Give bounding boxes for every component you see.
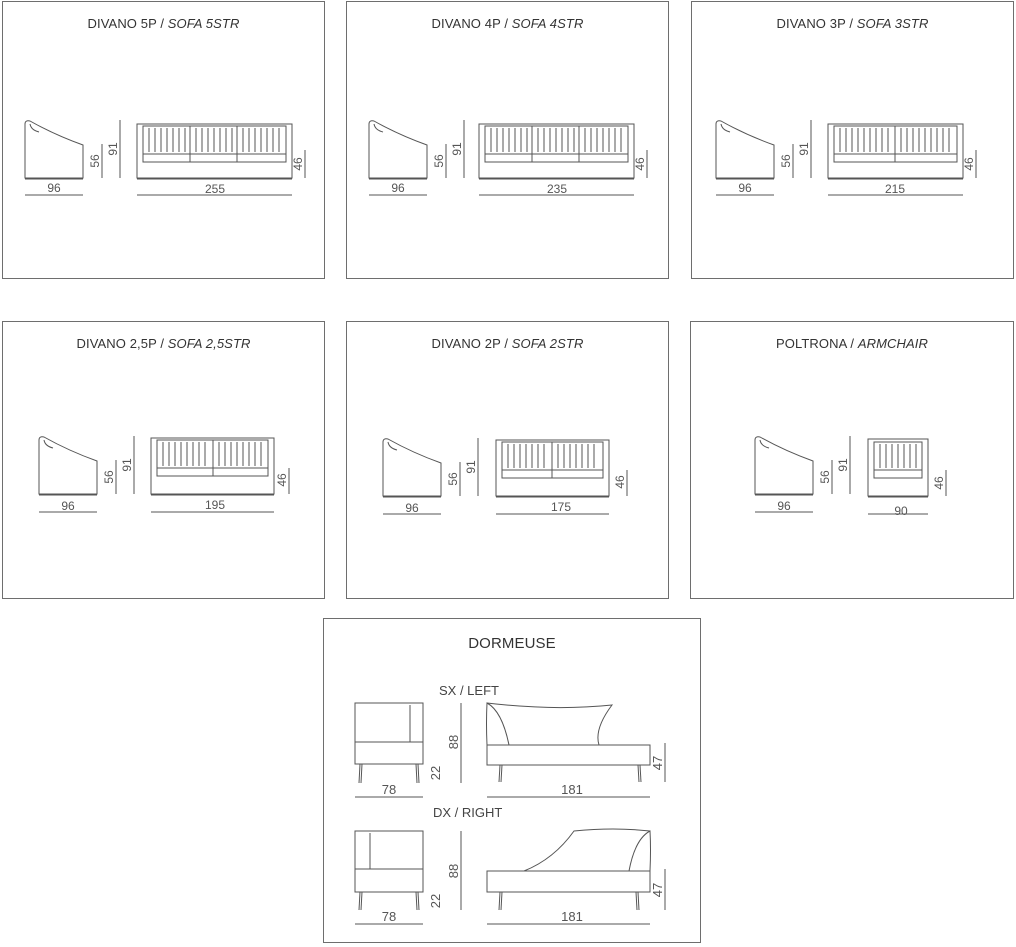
left-length-label: 181	[561, 782, 583, 797]
depth-label: 96	[777, 499, 791, 513]
panel-sofa-4str: DIVANO 4P / SOFA 4STR 96 235 56 91 46	[346, 1, 669, 279]
depth-label: 96	[405, 501, 419, 515]
left-side-view-outline	[354, 702, 424, 765]
sofa-2-5str-drawing: 96 195 56 91 46	[38, 436, 290, 513]
depth-label: 96	[738, 181, 752, 195]
panel-title: DIVANO 2P / SOFA 2STR	[347, 336, 668, 351]
title-it: DIVANO 2,5P /	[76, 336, 168, 351]
title-it: DIVANO 2P /	[431, 336, 512, 351]
left-seat-height-label: 47	[650, 756, 665, 770]
title-en: SOFA 2,5STR	[167, 336, 251, 351]
width-label: 195	[205, 498, 225, 512]
arm-height-label: 46	[633, 157, 647, 171]
right-chaise-outline	[628, 830, 651, 872]
panel-sofa-3str: DIVANO 3P / SOFA 3STR 96 215 56 91 46	[691, 1, 1014, 279]
right-seat-height-label: 47	[650, 883, 665, 897]
panel-title: DIVANO 5P / SOFA 5STR	[3, 16, 324, 31]
side-view-outline	[24, 120, 84, 179]
left-height-label: 88	[446, 735, 461, 749]
title-en: SOFA 4STR	[511, 16, 584, 31]
arm-height-label: 46	[275, 473, 289, 487]
title-en: SOFA 3STR	[856, 16, 929, 31]
panel-sofa-2-5str: DIVANO 2,5P / SOFA 2,5STR 96 195 56 91 4…	[2, 321, 325, 599]
title-it: DIVANO 3P /	[776, 16, 857, 31]
depth-label: 96	[391, 181, 405, 195]
seat-height-label: 56	[102, 470, 116, 484]
right-depth-label: 78	[382, 909, 396, 924]
sofa-4str-drawing: 96 235 56 91 46	[368, 120, 648, 196]
arm-height-label: 46	[613, 475, 627, 489]
width-label: 255	[205, 182, 225, 196]
title-en: SOFA 5STR	[167, 16, 240, 31]
right-side-view-outline	[354, 830, 424, 893]
panel-title: POLTRONA / ARMCHAIR	[691, 336, 1013, 351]
right-length-label: 181	[561, 909, 583, 924]
arm-height-label: 46	[962, 157, 976, 171]
total-height-label: 91	[106, 142, 120, 156]
total-height-label: 91	[120, 458, 134, 472]
panel-title: DIVANO 3P / SOFA 3STR	[692, 16, 1013, 31]
seat-height-label: 56	[432, 154, 446, 168]
panel-sofa-2str: DIVANO 2P / SOFA 2STR 96 175 56 91 46	[346, 321, 669, 599]
depth-label: 96	[61, 499, 75, 513]
seat-height-label: 56	[446, 472, 460, 486]
title-en: SOFA 2STR	[511, 336, 584, 351]
front-view-outline	[136, 123, 293, 179]
left-version-label: SX / LEFT	[439, 683, 499, 698]
right-leg-height-label: 22	[428, 894, 443, 908]
total-height-label: 91	[450, 142, 464, 156]
panel-armchair: POLTRONA / ARMCHAIR 96 90 56 91 46	[690, 321, 1014, 599]
panel-title: DIVANO 4P / SOFA 4STR	[347, 16, 668, 31]
depth-label: 96	[47, 181, 61, 195]
left-chaise-outline	[486, 702, 510, 746]
width-label: 90	[894, 504, 908, 518]
panel-sofa-5str: DIVANO 5P / SOFA 5STR 96 255 56 91 46	[2, 1, 325, 279]
left-depth-label: 78	[382, 782, 396, 797]
title-it: POLTRONA /	[776, 336, 858, 351]
arm-height-label: 46	[932, 476, 946, 490]
width-label: 235	[547, 182, 567, 196]
sofa-3str-drawing: 96 215 56 91 46	[715, 120, 977, 196]
seat-height-label: 56	[779, 154, 793, 168]
title-en: ARMCHAIR	[857, 336, 928, 351]
seat-height-label: 56	[88, 154, 102, 168]
panel-title: DIVANO 2,5P / SOFA 2,5STR	[3, 336, 324, 351]
seat-height-label: 56	[818, 470, 832, 484]
total-height-label: 91	[836, 458, 850, 472]
side-view-backrest	[29, 123, 40, 133]
dormeuse-title: DORMEUSE	[468, 635, 556, 652]
width-label: 175	[551, 500, 571, 514]
sofa-2str-drawing: 96 175 56 91 46	[382, 438, 628, 515]
sofa-5str-drawing: 96 255 56 91 46	[24, 120, 306, 196]
right-height-label: 88	[446, 864, 461, 878]
panel-dormeuse: DORMEUSE SX / LEFT DX / RIGHT	[323, 618, 701, 943]
total-height-label: 91	[797, 142, 811, 156]
right-version-label: DX / RIGHT	[433, 805, 503, 820]
width-label: 215	[885, 182, 905, 196]
armchair-drawing: 96 90 56 91 46	[754, 436, 947, 518]
total-height-label: 91	[464, 460, 478, 474]
dormeuse-drawing: 78 88 22 181 47 78 88 22 181 47	[354, 702, 666, 925]
arm-height-label: 46	[291, 157, 305, 171]
title-it: DIVANO 5P /	[87, 16, 168, 31]
title-it: DIVANO 4P /	[431, 16, 512, 31]
left-leg-height-label: 22	[428, 766, 443, 780]
